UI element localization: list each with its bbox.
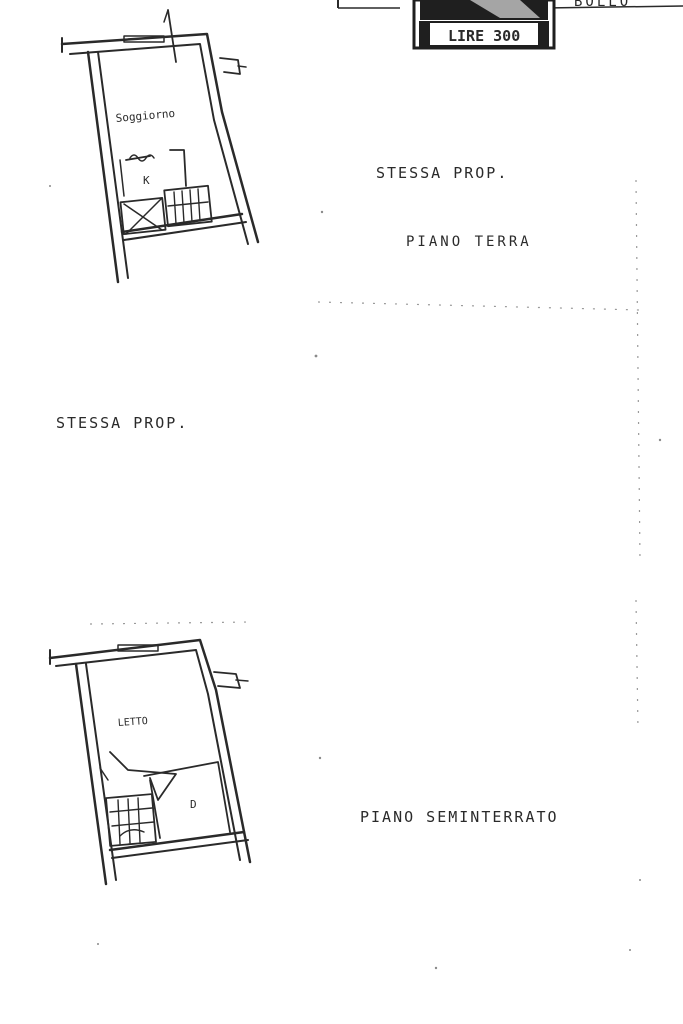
header-fragment-text: BOLLO bbox=[574, 0, 631, 10]
upper-room-label: Soggiorno bbox=[115, 107, 176, 125]
note-owner-top: STESSA PROP. bbox=[376, 164, 508, 182]
note-owner-middle: STESSA PROP. bbox=[56, 414, 188, 432]
lower-small-room-label: D bbox=[190, 798, 197, 811]
upper-kitchen-label: K bbox=[143, 174, 150, 187]
scan-specks bbox=[49, 185, 662, 970]
dotted-guides bbox=[89, 179, 641, 731]
stamp-text: LIRE 300 bbox=[448, 27, 520, 45]
lower-floor-plan bbox=[48, 638, 252, 886]
header-fragment: BOLLO bbox=[337, 0, 683, 10]
note-basement: PIANO SEMINTERRATO bbox=[360, 808, 559, 826]
lower-room-label: LETTO bbox=[117, 716, 148, 729]
note-ground-floor: PIANO TERRA bbox=[406, 234, 532, 250]
revenue-stamp: LIRE 300 bbox=[412, 0, 556, 50]
upper-floor-plan bbox=[60, 9, 260, 284]
